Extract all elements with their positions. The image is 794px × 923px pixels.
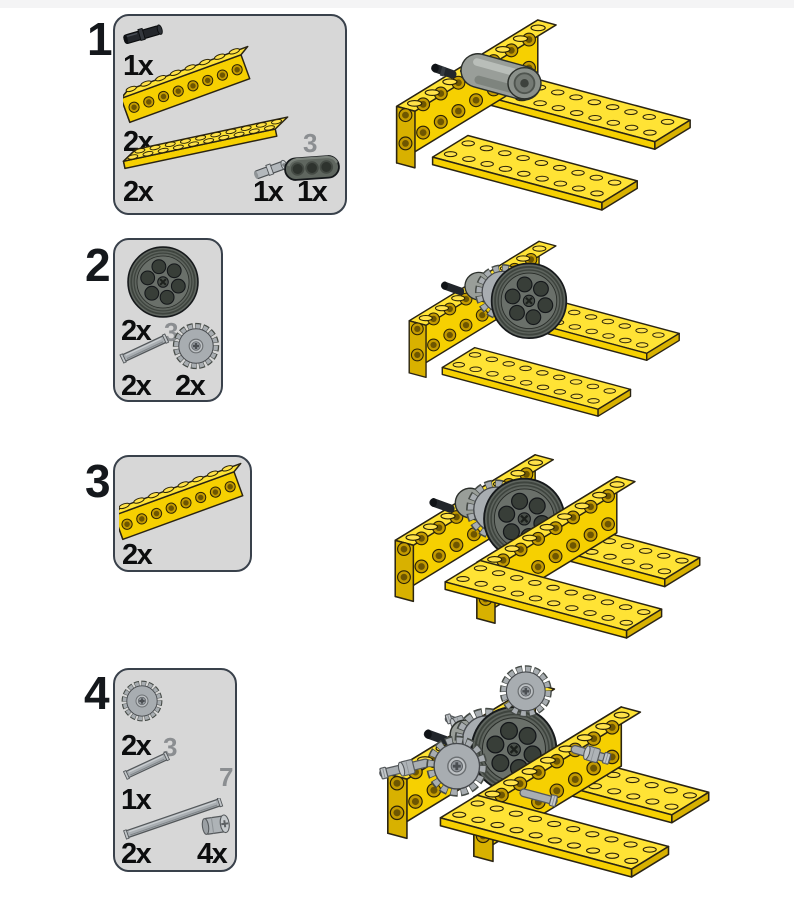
quantity-label: 2x — [121, 315, 152, 347]
length-label: 3 — [164, 317, 179, 347]
dark-liftarm-3-icon — [281, 150, 343, 186]
plate-2x10-icon — [118, 112, 296, 174]
length-label: 3 — [303, 128, 318, 158]
length-label: 7 — [219, 762, 234, 792]
quantity-label: 2x — [121, 730, 152, 762]
quantity-label: 4x — [197, 838, 228, 870]
gear-16-front — [431, 741, 482, 792]
step-3-parts-box: 2x — [113, 455, 252, 572]
step-4-parts-box: 2x 3 7 1x — [113, 668, 237, 872]
lower-fork-plate — [431, 134, 638, 211]
gear-16-icon — [171, 320, 221, 372]
step-number: 2 — [85, 239, 111, 291]
step-1-parts-box: 1x 2x 3 — [113, 14, 347, 215]
quantity-label: 1x — [297, 176, 328, 208]
pulley-wheel-icon — [121, 244, 205, 320]
black-pin — [431, 63, 457, 79]
quantity-label: 1x — [123, 50, 154, 82]
lower-fork-plate — [439, 794, 670, 878]
black-pin-icon — [121, 23, 167, 51]
right-axle-upper — [570, 744, 612, 765]
axle-7-icon — [120, 798, 234, 844]
axle-3-icon — [123, 750, 177, 784]
step-2-assembly-illustration — [386, 234, 698, 418]
gear-16-icon — [120, 676, 164, 726]
quantity-label: 1x — [253, 176, 284, 208]
technic-brick-1x8-icon — [123, 44, 257, 126]
right-axle-lower — [519, 788, 559, 808]
quantity-label: 1x — [121, 784, 152, 816]
step-number: 4 — [84, 667, 110, 719]
step-4-assembly-illustration — [376, 656, 716, 902]
black-pin — [423, 729, 451, 745]
step-number: 1 — [87, 13, 113, 65]
pulley-wheel — [490, 262, 568, 340]
technic-brick-1x8-icon — [119, 461, 247, 543]
page-top-strip — [0, 0, 794, 8]
quantity-label: 2x — [122, 539, 153, 571]
quantity-label: 2x — [121, 838, 152, 870]
step-number: 3 — [85, 455, 111, 507]
step-1-assembly-illustration — [382, 12, 700, 212]
gray-liftarm — [460, 53, 542, 101]
axle-3-icon — [119, 332, 177, 368]
lower-fork-plate — [441, 346, 632, 417]
gear-16-top — [504, 669, 548, 713]
step-3-assembly-illustration — [384, 440, 702, 652]
quantity-label: 2x — [175, 370, 206, 402]
left-axle — [379, 758, 430, 780]
bushing-icon — [198, 810, 234, 840]
black-pin — [429, 498, 455, 513]
lower-fork-plate — [444, 559, 663, 639]
quantity-label: 2x — [123, 176, 154, 208]
quantity-label: 2x — [121, 370, 152, 402]
step-2-parts-box: 2x 3 2x 2x — [113, 238, 223, 402]
black-pin — [440, 281, 465, 296]
